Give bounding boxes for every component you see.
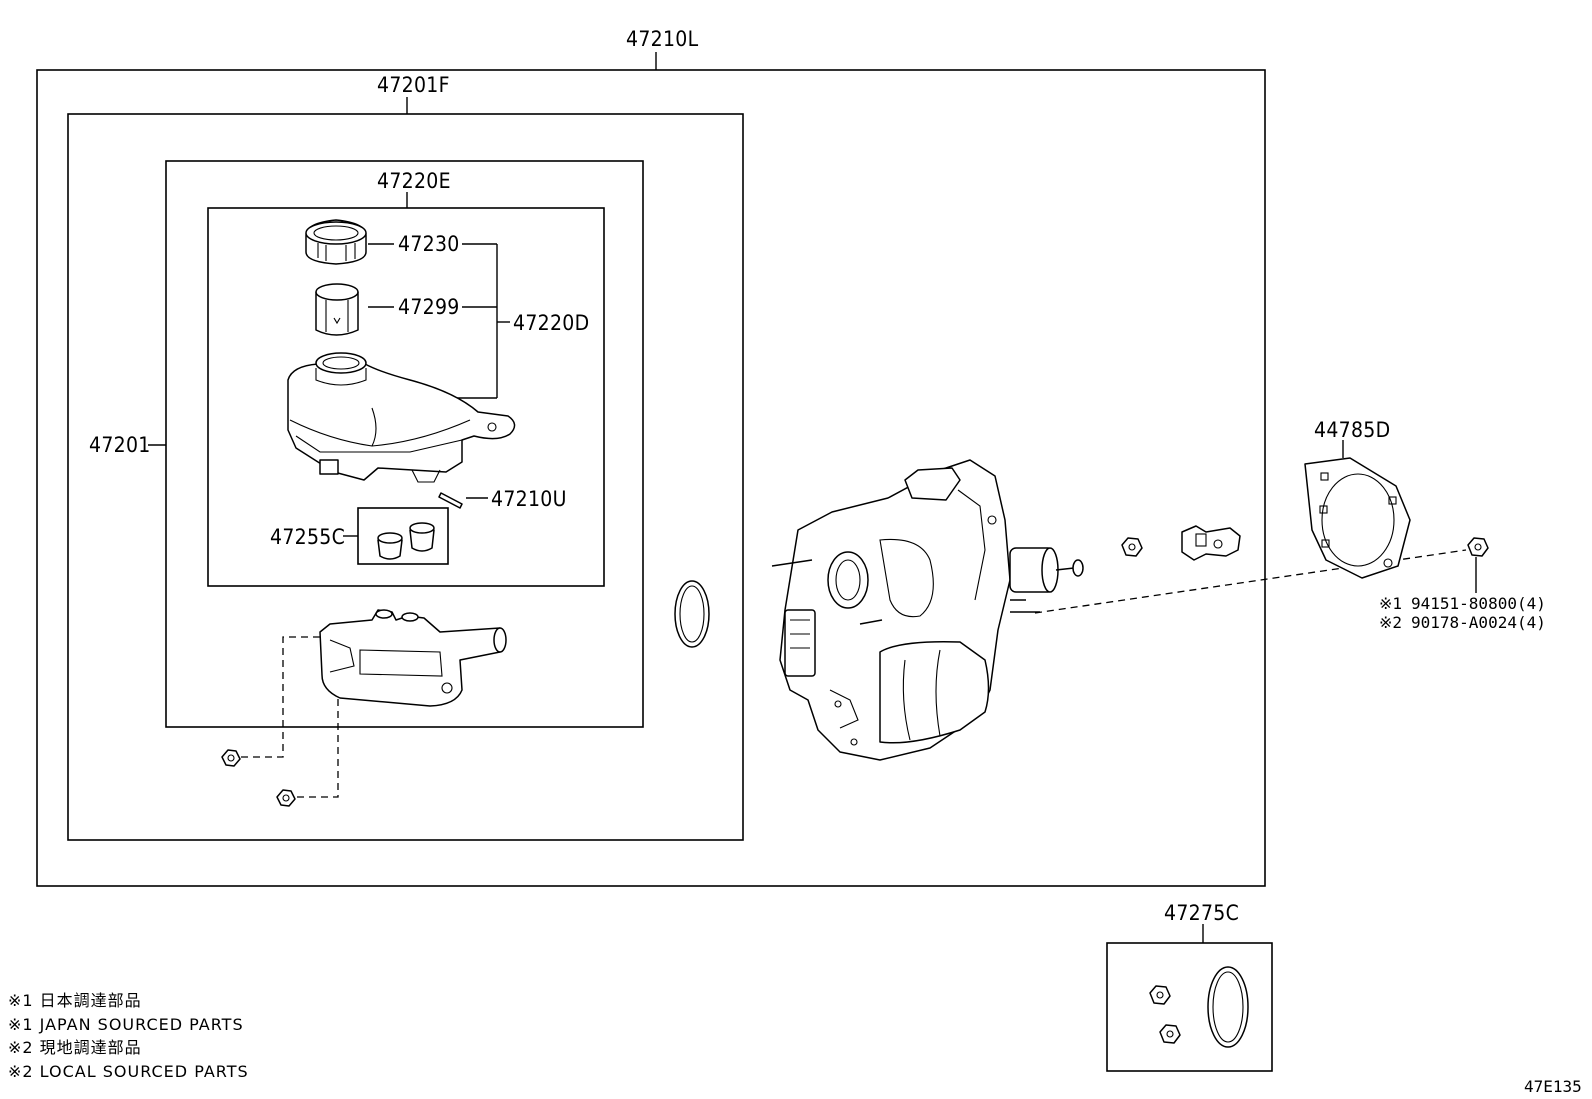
label-strainer: 47299 — [398, 295, 460, 319]
label-cap: 47230 — [398, 232, 460, 256]
pin-icon — [438, 492, 463, 509]
figure-id: 47E135 — [1524, 1077, 1582, 1096]
reservoir-cap-icon — [305, 219, 367, 265]
master-cylinder-inner-frame — [165, 160, 644, 728]
label-booster-assembly: 47210L — [626, 27, 699, 51]
o-ring-icon — [1207, 966, 1249, 1048]
nut-icon — [1159, 1024, 1181, 1044]
nut-icon — [276, 789, 296, 807]
nut-icon — [221, 749, 241, 767]
note-local-en: ※2 LOCAL SOURCED PARTS — [8, 1062, 249, 1081]
label-grommet-kit: 47255C — [270, 525, 345, 549]
label-pin: 47210U — [491, 487, 567, 511]
label-master-cylinder: 47201 — [89, 433, 151, 457]
grommet-kit-frame — [357, 507, 449, 565]
brake-booster-icon — [771, 459, 1084, 761]
master-cylinder-frame — [67, 113, 744, 841]
o-ring-icon — [674, 580, 710, 648]
nut-icon — [1149, 985, 1171, 1005]
label-kit: 47275C — [1164, 901, 1239, 925]
label-reservoir-sub: 47220E — [377, 169, 451, 193]
kit-frame — [1106, 942, 1273, 1072]
note-japan-jp: ※1 日本調達部品 — [8, 991, 142, 1010]
note-local-jp: ※2 現地調達部品 — [8, 1038, 142, 1057]
reservoir-frame — [207, 207, 605, 587]
label-gasket: 44785D — [1314, 418, 1390, 442]
clevis-icon — [1181, 525, 1241, 561]
booster-assembly-frame — [36, 69, 1266, 887]
note-japan-en: ※1 JAPAN SOURCED PARTS — [8, 1015, 244, 1034]
reservoir-strainer-icon — [315, 283, 359, 336]
grommet-icon — [377, 522, 435, 560]
label-reservoir-set: 47220D — [513, 311, 589, 335]
nut-part-2: 90178-A0024(4) — [1411, 613, 1546, 632]
label-master-cylinder-sub: 47201F — [377, 73, 450, 97]
flange-nut-icon — [1467, 537, 1489, 557]
reservoir-tank-icon — [287, 352, 516, 483]
nut-marker-2: ※2 — [1379, 613, 1402, 632]
nut-part-1: 94151-80800(4) — [1411, 594, 1546, 613]
nut-marker-1: ※1 — [1379, 594, 1402, 613]
nut-icon — [1121, 537, 1143, 557]
gasket-icon — [1304, 457, 1411, 579]
master-cylinder-icon — [319, 609, 507, 707]
